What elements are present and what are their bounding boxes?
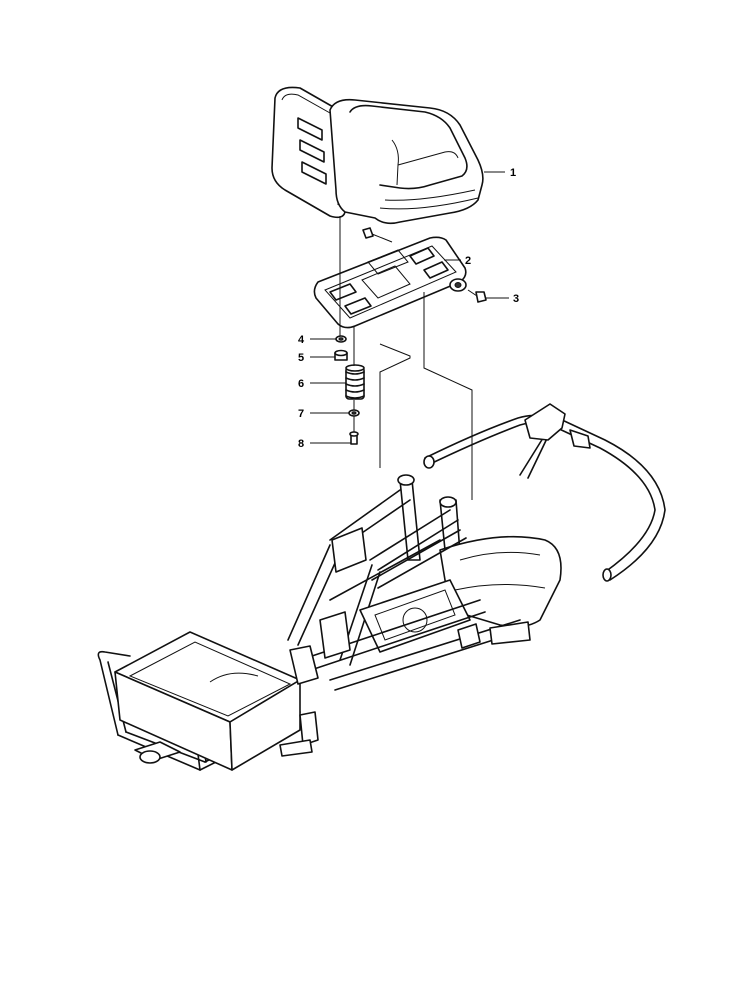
callout-8: 8 [298, 438, 351, 450]
callout-3-label: 3 [513, 293, 519, 305]
callout-8-label: 8 [298, 438, 304, 450]
callout-7: 7 [298, 408, 349, 420]
spring-part [345, 364, 365, 400]
screw-part [467, 289, 487, 303]
washer-part-lower [348, 409, 360, 417]
callout-3: 3 [486, 293, 519, 305]
callout-6-label: 6 [298, 378, 304, 390]
bolt-part [349, 431, 359, 445]
nut-part [334, 349, 348, 361]
seat-bracket-part [313, 227, 467, 329]
callout-2: 2 [444, 255, 471, 267]
callout-1-label: 1 [510, 167, 516, 179]
callout-2-label: 2 [465, 255, 471, 267]
callout-7-label: 7 [298, 408, 304, 420]
callout-5-label: 5 [298, 352, 304, 364]
callout-6: 6 [298, 378, 346, 390]
callout-4-label: 4 [298, 334, 305, 346]
mower-frame [97, 403, 666, 771]
callout-5: 5 [298, 352, 335, 364]
seat-part [271, 86, 484, 225]
callout-4: 4 [298, 334, 336, 346]
callout-1: 1 [484, 167, 516, 179]
washer-part [335, 335, 347, 343]
